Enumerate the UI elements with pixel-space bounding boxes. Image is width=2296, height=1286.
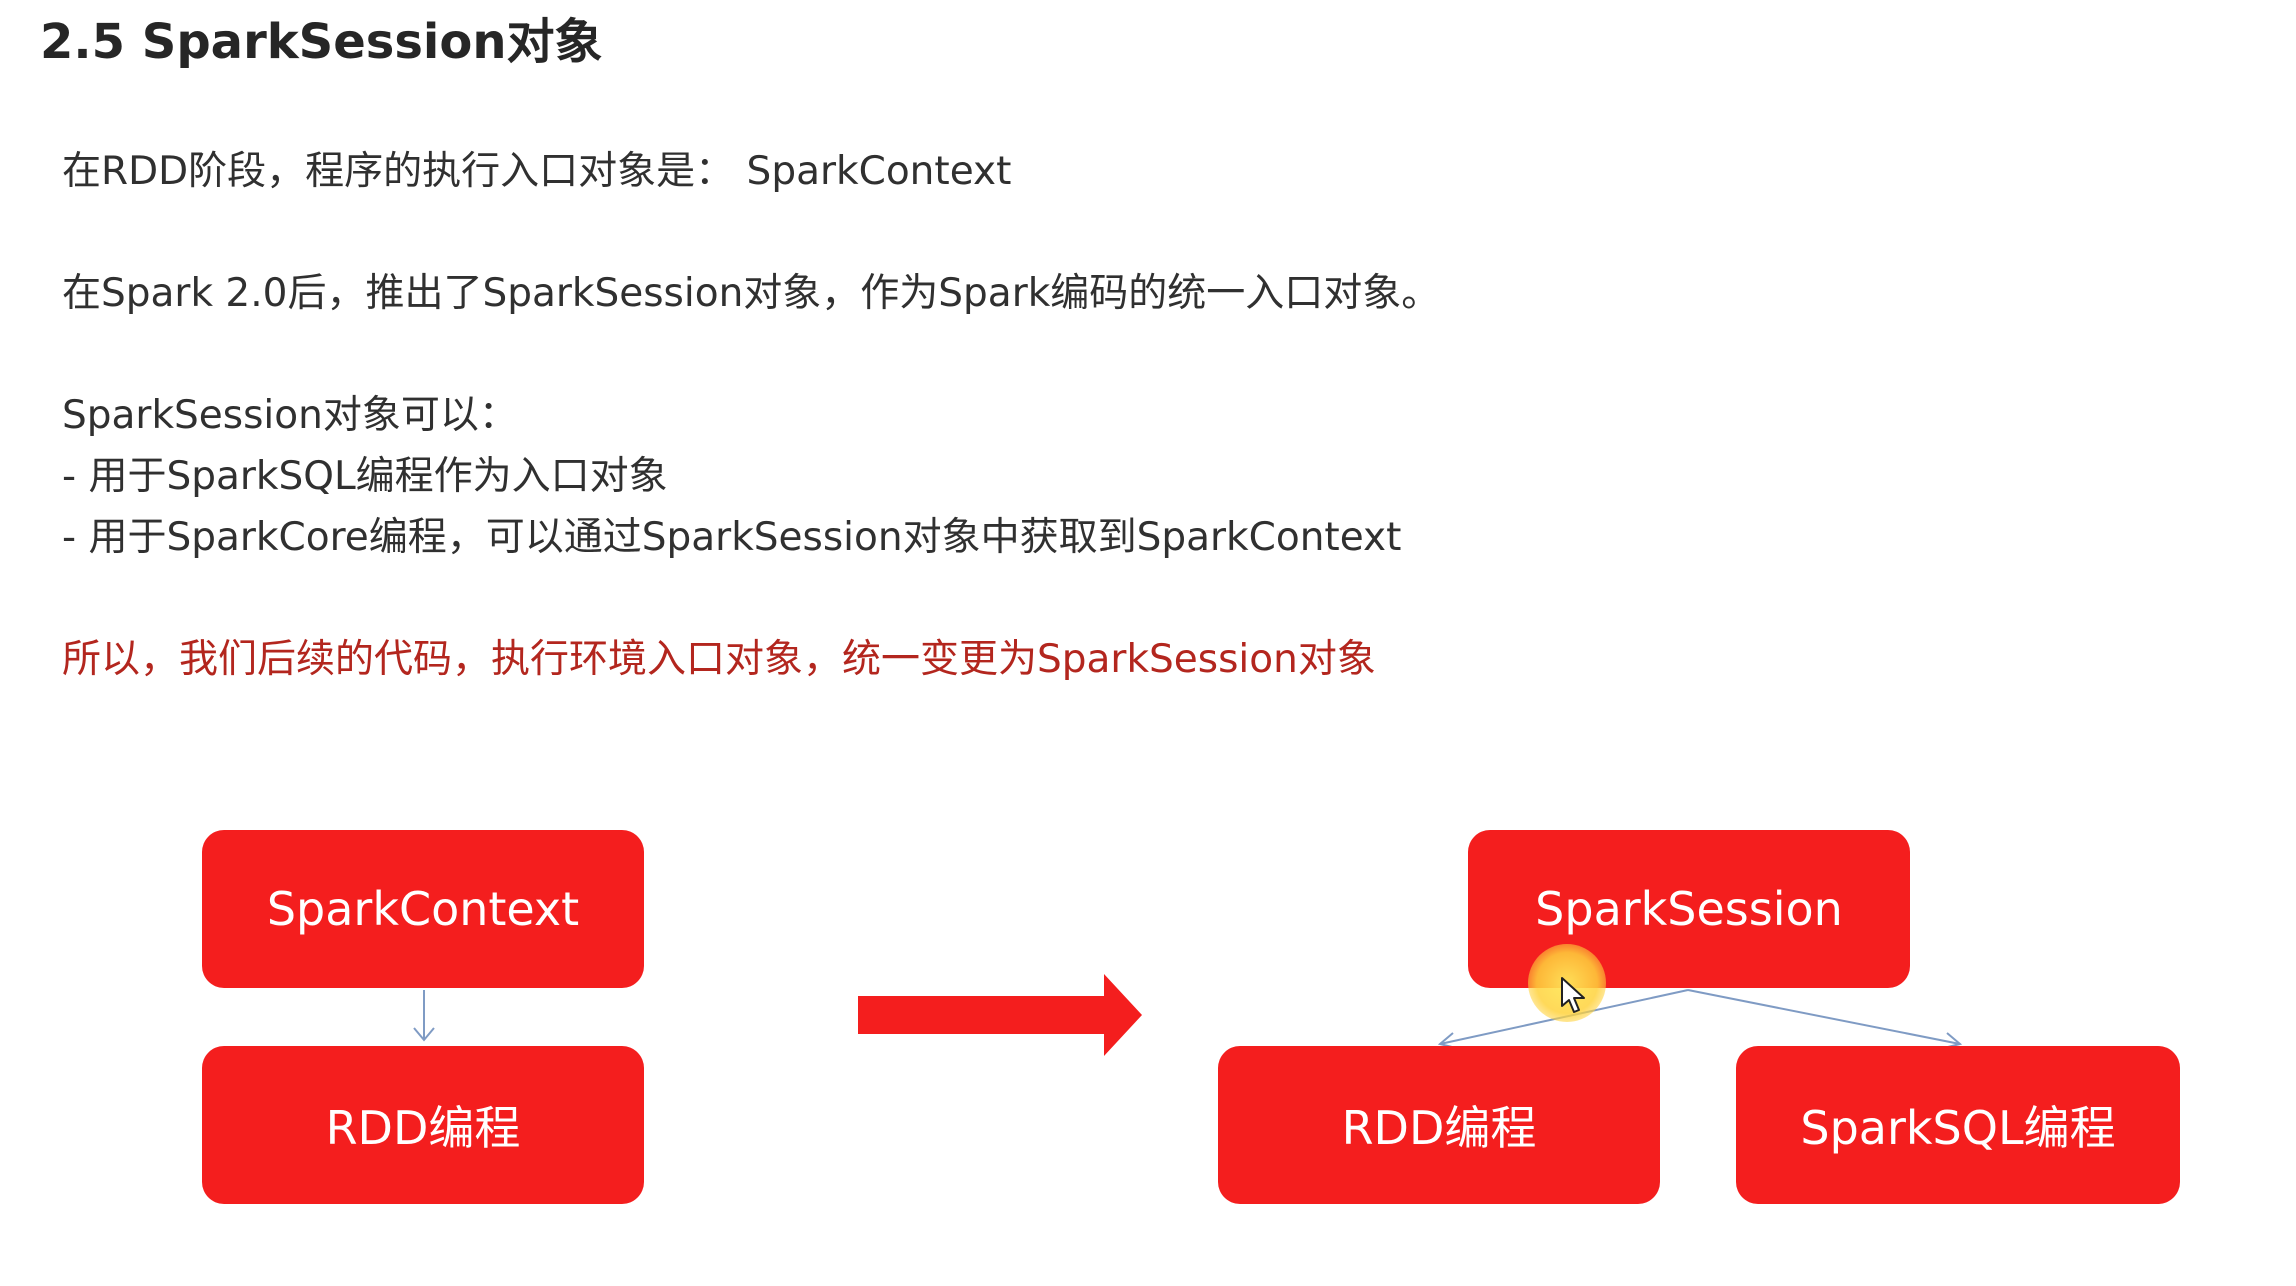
box-sparksql: SparkSQL编程	[1736, 1046, 2180, 1204]
box-rdd-right: RDD编程	[1218, 1046, 1660, 1204]
paragraph-conclusion: 所以，我们后续的代码，执行环境入口对象，统一变更为SparkSession对象	[62, 637, 1376, 682]
slide-title: 2.5 SparkSession对象	[40, 14, 603, 70]
paragraph-bullet-core: - 用于SparkCore编程，可以通过SparkSession对象中获取到Sp…	[62, 515, 1402, 560]
box-sparksession: SparkSession	[1468, 830, 1910, 988]
connector-session-to-sql	[1687, 989, 1961, 1045]
box-rdd-left: RDD编程	[202, 1046, 644, 1204]
paragraph-rdd-entry: 在RDD阶段，程序的执行入口对象是： SparkContext	[62, 149, 1012, 194]
cursor-pointer-icon	[1561, 977, 1585, 1013]
connector-context-to-rdd-head	[413, 1027, 435, 1042]
paragraph-session-can: SparkSession对象可以：	[62, 393, 518, 438]
paragraph-spark2: 在Spark 2.0后，推出了SparkSession对象，作为Spark编码的…	[62, 271, 1441, 316]
transition-arrow	[858, 974, 1142, 1056]
paragraph-bullet-sql: - 用于SparkSQL编程作为入口对象	[62, 454, 668, 499]
box-sparkcontext: SparkContext	[202, 830, 644, 988]
